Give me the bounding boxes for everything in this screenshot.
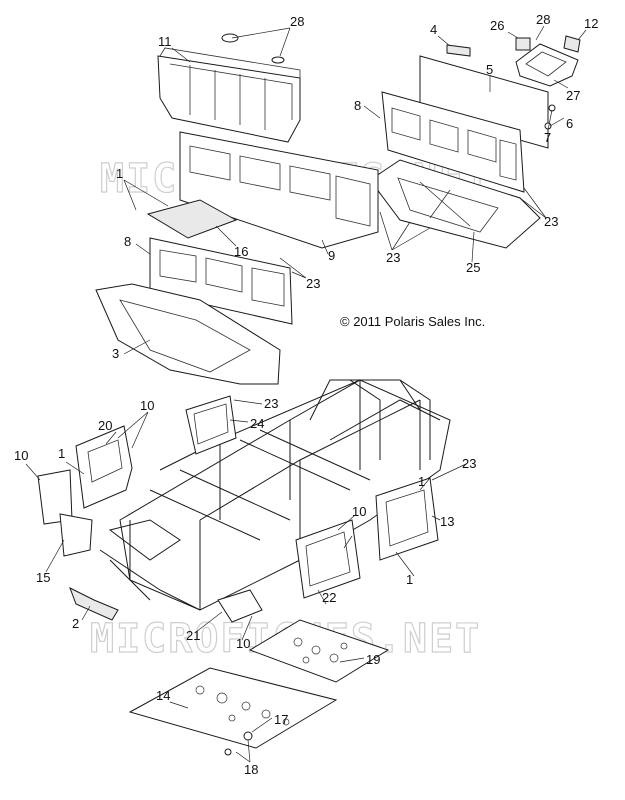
floor-tub-part [95, 283, 281, 385]
callout-6: 6 [566, 116, 573, 131]
rear-bulkhead-part [381, 91, 525, 193]
door-panel-part-22 [295, 519, 361, 599]
callout-16: 16 [234, 244, 248, 259]
callout-23-mid: 23 [306, 276, 320, 291]
callout-5: 5 [486, 62, 493, 77]
callout-28-b: 28 [536, 12, 550, 27]
front-bulkhead-part [179, 131, 379, 249]
callout-23-floor: 23 [386, 250, 400, 265]
callout-2: 2 [72, 616, 79, 631]
label-part [515, 37, 531, 51]
callout-11: 11 [158, 34, 172, 49]
leader-lines [25, 25, 587, 763]
callout-10-far-left: 10 [14, 448, 28, 463]
callout-24: 24 [250, 416, 264, 431]
trim-part [217, 589, 263, 623]
callout-1-right: 1 [418, 474, 425, 489]
callout-28: 28 [290, 14, 304, 29]
bracket-part-2 [69, 586, 119, 621]
callout-1-bottom: 1 [406, 572, 413, 587]
floor-liner-part [146, 199, 238, 239]
callout-4: 4 [430, 22, 437, 37]
callout-8-front: 8 [124, 234, 131, 249]
callout-10-left: 10 [140, 398, 154, 413]
left-side-panel-part [75, 425, 133, 509]
callout-25: 25 [466, 260, 480, 275]
callout-10-right: 10 [352, 504, 366, 519]
callout-22: 22 [322, 590, 336, 605]
callout-9: 9 [328, 248, 335, 263]
callout-27: 27 [566, 88, 580, 103]
callout-19: 19 [366, 652, 380, 667]
callout-26: 26 [490, 18, 504, 33]
callout-20: 20 [98, 418, 112, 433]
panel-part [419, 55, 549, 149]
callout-7: 7 [544, 130, 551, 145]
callout-18: 18 [244, 762, 258, 777]
callout-23-door: 23 [462, 456, 476, 471]
callout-15: 15 [36, 570, 50, 585]
callout-14: 14 [156, 688, 170, 703]
door-panel-part-13 [375, 477, 439, 561]
floor-plate-part-14 [128, 667, 338, 749]
grommet-part [221, 33, 239, 43]
callout-8-rear: 8 [354, 98, 361, 113]
tray-part [515, 43, 579, 87]
bracket-part [59, 513, 93, 557]
fastener-part [243, 731, 253, 741]
chassis-frame [99, 379, 451, 611]
grommet-part [271, 56, 285, 64]
callout-23-right: 23 [544, 214, 558, 229]
callout-3: 3 [112, 346, 119, 361]
callout-23-frame: 23 [264, 396, 278, 411]
decal-part [446, 44, 471, 57]
front-bulkhead-part-2 [149, 237, 293, 325]
callout-17: 17 [274, 712, 288, 727]
floor-plate-part-19 [248, 619, 390, 683]
callout-10-bottom: 10 [236, 636, 250, 651]
callout-13: 13 [440, 514, 454, 529]
callout-1-left: 1 [58, 446, 65, 461]
callout-21: 21 [186, 628, 200, 643]
copyright-notice: © 2011 Polaris Sales Inc. [340, 314, 485, 329]
callout-1-top: 1 [116, 166, 123, 181]
right-side-panel-part [185, 395, 237, 455]
fastener-part [224, 748, 232, 756]
callout-12: 12 [584, 16, 598, 31]
rear-floor-part [369, 159, 541, 249]
storage-box-part [157, 47, 301, 143]
callout-numbers: 28 11 4 26 28 12 5 27 7 6 8 1 16 9 23 23… [14, 12, 598, 777]
label-part [563, 35, 581, 53]
